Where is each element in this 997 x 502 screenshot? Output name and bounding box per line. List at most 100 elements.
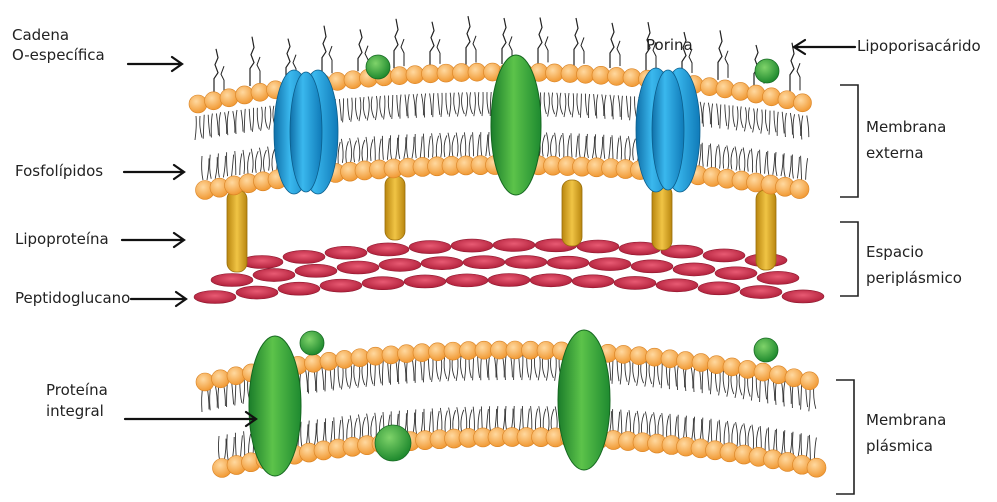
phospholipid-head xyxy=(789,179,810,199)
peptidoglycan-unit xyxy=(702,248,746,263)
o-specific-chain xyxy=(393,18,399,69)
membrane-proteins xyxy=(248,54,780,477)
o-specific-chain xyxy=(256,56,261,85)
bracket-membrana-externa xyxy=(840,84,859,198)
lipid-tail-outer-top xyxy=(473,92,482,117)
lipoprotein xyxy=(226,189,248,273)
o-specific-chain xyxy=(537,17,543,65)
lipid-tail-outer-top xyxy=(481,92,490,117)
lipid-tail-inner-bottom xyxy=(718,419,727,446)
lipid-tail-outer-top xyxy=(603,94,613,119)
lipid-tail-outer-bottom xyxy=(439,132,448,158)
phospholipid-head xyxy=(250,83,270,102)
lipid-tail-outer-bottom xyxy=(349,138,358,163)
lipid-tail-outer-bottom xyxy=(800,155,809,180)
lipid-tail-outer-top xyxy=(432,93,441,118)
lipoprotein xyxy=(755,189,777,271)
lipid-tail-inner-bottom xyxy=(661,413,670,440)
lipoproteins xyxy=(226,175,777,273)
peptidoglycan-unit xyxy=(660,244,704,259)
o-specific-chain xyxy=(472,35,477,63)
peptidoglycan-unit xyxy=(366,242,410,257)
arrow-proteina xyxy=(123,410,258,428)
peptidoglycan-unit xyxy=(697,281,741,296)
lipid-tail-outer-bottom xyxy=(431,133,440,158)
lipid-tail-outer-bottom xyxy=(619,135,628,160)
lipid-tail-outer-top xyxy=(342,98,351,123)
lipid-tail-inner-bottom xyxy=(456,407,465,434)
lipid-tail-outer-bottom xyxy=(357,137,366,162)
peptidoglycan-unit xyxy=(462,255,506,269)
lipid-tail-outer-bottom xyxy=(389,135,399,160)
lipid-tail-outer-top xyxy=(579,93,588,118)
lipid-tail-outer-top xyxy=(210,113,219,138)
lipid-tail-inner-bottom xyxy=(792,431,801,458)
lipid-tail-outer-bottom xyxy=(578,133,587,158)
phospholipid-head xyxy=(707,355,726,374)
lipid-tail-outer-bottom xyxy=(742,147,751,172)
lipid-tail-outer-bottom xyxy=(791,154,800,179)
phospholipid-head xyxy=(753,362,773,382)
peptidoglycan-unit xyxy=(756,271,800,285)
o-specific-chain xyxy=(328,45,333,74)
lipid-tail-outer-bottom xyxy=(217,153,226,178)
phospholipid-head xyxy=(622,68,642,88)
o-specific-chain xyxy=(724,50,729,78)
o-specific-chain xyxy=(429,21,435,66)
lipid-tail-outer-bottom xyxy=(718,144,727,169)
peptidoglycan-unit xyxy=(252,268,296,282)
lipid-tail-outer-bottom xyxy=(594,134,604,159)
lipid-tail-inner-top xyxy=(226,380,235,408)
lipid-tail-outer-bottom xyxy=(611,135,620,160)
lipid-tail-outer-top xyxy=(555,92,564,117)
lipid-tail-outer-top xyxy=(374,95,383,121)
lipid-tail-outer-top xyxy=(588,93,597,119)
lipid-tail-inner-top xyxy=(349,362,358,389)
phospholipid-head xyxy=(226,366,246,386)
lipid-tail-outer-bottom xyxy=(340,138,349,163)
phospholipid-head xyxy=(746,84,766,104)
lipid-tail-outer-top xyxy=(260,106,269,131)
lipid-tail-outer-bottom xyxy=(226,152,235,177)
phospholipid-head xyxy=(204,91,223,111)
phospholipid-head xyxy=(762,87,781,107)
lipid-tail-outer-bottom xyxy=(463,132,472,157)
porin xyxy=(273,69,339,195)
lipid-tail-inner-bottom xyxy=(751,424,760,451)
peptidoglycan-unit xyxy=(378,258,422,272)
lipid-tail-outer-top xyxy=(456,92,465,117)
peptidoglycan-layer xyxy=(193,238,825,304)
phospholipid-head xyxy=(722,357,742,377)
peptidoglycan-unit xyxy=(655,278,699,293)
lipid-tail-outer-bottom xyxy=(381,135,390,160)
lipid-tail-outer-top xyxy=(563,92,572,118)
phospholipid-head xyxy=(769,365,788,385)
arrow-lipoporisacarido xyxy=(791,38,857,56)
label-cadena: Cadena xyxy=(12,26,70,44)
o-specific-chain xyxy=(400,38,405,67)
label-espacio-2: periplásmico xyxy=(866,269,962,287)
phospholipid-head xyxy=(319,351,339,371)
peptidoglycan-unit xyxy=(193,290,237,304)
bracket-espacio xyxy=(840,221,859,297)
phospholipid-head xyxy=(715,79,735,99)
o-specific-chain xyxy=(789,42,795,93)
peptidoglycan-unit xyxy=(210,273,254,287)
o-specific-chain xyxy=(249,36,255,87)
peptidoglycan-unit xyxy=(781,289,825,304)
lipid-tail-outer-top xyxy=(465,92,474,117)
peripheral-protein xyxy=(299,330,325,356)
lipid-tail-outer-bottom xyxy=(767,150,776,175)
lipid-tail-outer-bottom xyxy=(480,132,489,157)
lipid-tail-outer-bottom xyxy=(603,134,612,159)
phospholipid-head xyxy=(235,85,254,105)
phospholipid-head xyxy=(195,372,215,392)
peptidoglycan-unit xyxy=(403,274,447,289)
lipid-tail-inner-bottom xyxy=(324,418,334,445)
lipid-tail-outer-bottom xyxy=(422,133,431,158)
arrow-cadena xyxy=(126,55,184,73)
peptidoglycan-unit xyxy=(504,255,548,269)
lipid-tail-outer-bottom xyxy=(562,132,571,158)
o-specific-chain xyxy=(220,66,225,91)
lipid-tail-outer-top xyxy=(547,92,556,117)
